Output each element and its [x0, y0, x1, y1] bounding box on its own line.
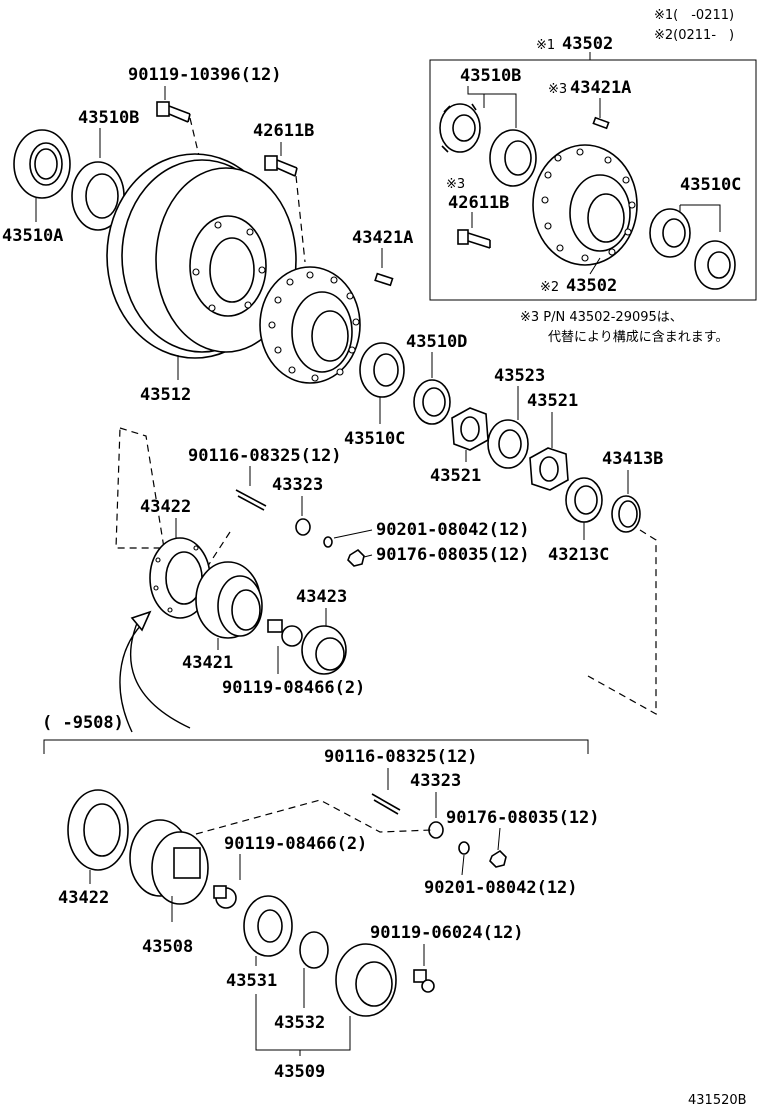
label-box-43421A: 43421A — [570, 78, 631, 98]
label-43421: 43421 — [182, 653, 233, 673]
label-43510B-left: 43510B — [78, 108, 139, 128]
box-stud — [457, 229, 491, 249]
box-pin — [592, 116, 610, 130]
spacer-43213C — [565, 477, 603, 523]
box-castle-nut — [439, 103, 481, 153]
label-43413B: 43413B — [602, 449, 663, 469]
label-43213C: 43213C — [548, 545, 609, 565]
label-lower-90116-08325: 90116-08325(12) — [324, 747, 478, 767]
axle-hub — [259, 266, 361, 384]
nut-90176 — [347, 548, 365, 567]
lower-bolt — [213, 885, 237, 909]
box-bearing-43510C — [649, 208, 691, 258]
label-43521-right: 43521 — [527, 391, 578, 411]
washer-43510D — [413, 379, 451, 425]
bearing-43510C — [359, 342, 405, 398]
lower-washer — [458, 841, 470, 855]
label-43512: 43512 — [140, 385, 191, 405]
lower-bracket — [43, 739, 589, 754]
curved-arrow — [129, 615, 191, 729]
label-43510A: 43510A — [2, 226, 63, 246]
seal-43510A — [13, 129, 71, 199]
label-43422: 43422 — [140, 497, 191, 517]
cap-43423 — [301, 625, 347, 675]
lower-part-43532 — [299, 931, 329, 969]
box-castle-nut-right — [694, 240, 736, 290]
label-90201-08042: 90201-08042(12) — [376, 520, 530, 540]
box-bearing-43510B — [489, 129, 537, 187]
flange-43421 — [195, 561, 263, 639]
mark-3a: ※3 — [548, 82, 567, 97]
drawing-number: 431520B — [688, 1093, 747, 1108]
note-3-line2: 代替により構成に含まれます。 — [548, 329, 728, 345]
label-box-42611B: 42611B — [448, 193, 509, 213]
nut-43521-left — [451, 407, 489, 451]
lower-part-43531 — [243, 895, 293, 957]
bolt-90119-08466 — [267, 619, 303, 647]
lower-bolt-06024 — [413, 969, 435, 993]
label-lower-43422: 43422 — [58, 888, 109, 908]
label-43521-left: 43521 — [430, 466, 481, 486]
cone-43323 — [295, 518, 311, 536]
label-90116-08325: 90116-08325(12) — [188, 446, 342, 466]
label-43323: 43323 — [272, 475, 323, 495]
bolt-90119-10396 — [156, 101, 191, 123]
snap-ring-43413B — [611, 495, 641, 533]
stud-90116-08325 — [235, 489, 267, 511]
label-43502-top: 43502 — [562, 34, 613, 54]
note-1: ※1( -0211) — [654, 8, 734, 23]
lower-cone — [428, 821, 444, 839]
label-lower-90119-06024: 90119-06024(12) — [370, 923, 524, 943]
note-2: ※2(0211- ) — [654, 28, 734, 43]
label-lower-43532: 43532 — [274, 1013, 325, 1033]
label-43510D: 43510D — [406, 332, 467, 352]
label-lower-90119-08466: 90119-08466(2) — [224, 834, 367, 854]
label-lower-90176-08035: 90176-08035(12) — [446, 808, 600, 828]
mark-1: ※1 — [536, 38, 555, 53]
pin-43421A — [374, 272, 394, 287]
inset-box-43502 — [429, 59, 757, 301]
label-43510C: 43510C — [344, 429, 405, 449]
label-box-43510B: 43510B — [460, 66, 521, 86]
lower-body-43508 — [129, 819, 209, 905]
stud-42611B — [264, 155, 298, 177]
lower-stud — [371, 793, 401, 815]
label-lower-43531: 43531 — [226, 971, 277, 991]
label-box-43510C: 43510C — [680, 175, 741, 195]
nut-43521-right — [529, 447, 569, 491]
mark-2: ※2 — [540, 280, 559, 295]
label-43523: 43523 — [494, 366, 545, 386]
label-box-43502-bottom: 43502 — [566, 276, 617, 296]
label-lower-90201-08042: 90201-08042(12) — [424, 878, 578, 898]
lock-washer-43523 — [487, 419, 529, 469]
label-lower-43509: 43509 — [274, 1062, 325, 1082]
washer-90201 — [323, 536, 333, 548]
label-lower-43323: 43323 — [410, 771, 461, 791]
box-hub — [532, 144, 638, 266]
lower-hub-cap — [335, 943, 397, 1017]
brake-disc-43512 — [106, 153, 297, 359]
label-90119-08466: 90119-08466(2) — [222, 678, 365, 698]
gasket-43422 — [149, 537, 211, 619]
mark-3b: ※3 — [446, 177, 465, 192]
label-43423: 43423 — [296, 587, 347, 607]
label-lower-43508: 43508 — [142, 937, 193, 957]
lower-nut — [489, 849, 507, 868]
lower-gasket-43422 — [67, 789, 129, 871]
note-3-line1: ※3 P/N 43502-29095は、 — [520, 310, 683, 325]
label-90176-08035: 90176-08035(12) — [376, 545, 530, 565]
leader-box-43510B — [467, 86, 517, 128]
label-43421A: 43421A — [352, 228, 413, 248]
label-90119-10396: 90119-10396(12) — [128, 65, 282, 85]
label-42611B: 42611B — [253, 121, 314, 141]
label-range-9508: ( -9508) — [42, 713, 124, 733]
